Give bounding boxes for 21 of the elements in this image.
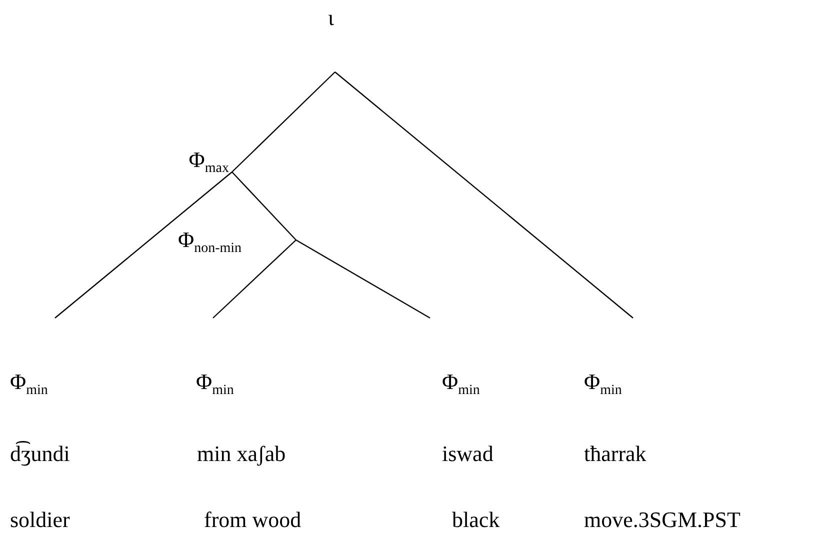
phrase-label: Φ$_{min}$ [442, 368, 480, 396]
word-text: min xaʃab [197, 440, 286, 468]
phrase-label: Φ$_{max}$ [188, 146, 230, 172]
gloss-text: soldier [10, 506, 70, 534]
gloss-text: from wood [204, 506, 302, 534]
phrase-label: Φ$_{min}$ [10, 368, 48, 396]
tree-branch [232, 172, 296, 240]
phrase-label: Φ$_{min}$ [196, 368, 234, 396]
phrase-label: ι [328, 4, 334, 32]
gloss-text: black [452, 506, 500, 534]
gloss-text: move.3SGM.PST [584, 506, 740, 534]
tree-branch [334, 72, 634, 318]
phrase-label: Φ$_{non-min}$ [177, 226, 243, 254]
word-text: iswad [442, 440, 494, 468]
word-text: d͡ʒundi [10, 440, 70, 468]
phrase-label: Φ$_{min}$ [584, 368, 622, 396]
tree-branch [54, 172, 232, 318]
word-text: tħarrak [584, 440, 646, 468]
tree-branch [212, 240, 296, 318]
tree-branch [296, 239, 430, 319]
tree-branch [232, 72, 336, 172]
